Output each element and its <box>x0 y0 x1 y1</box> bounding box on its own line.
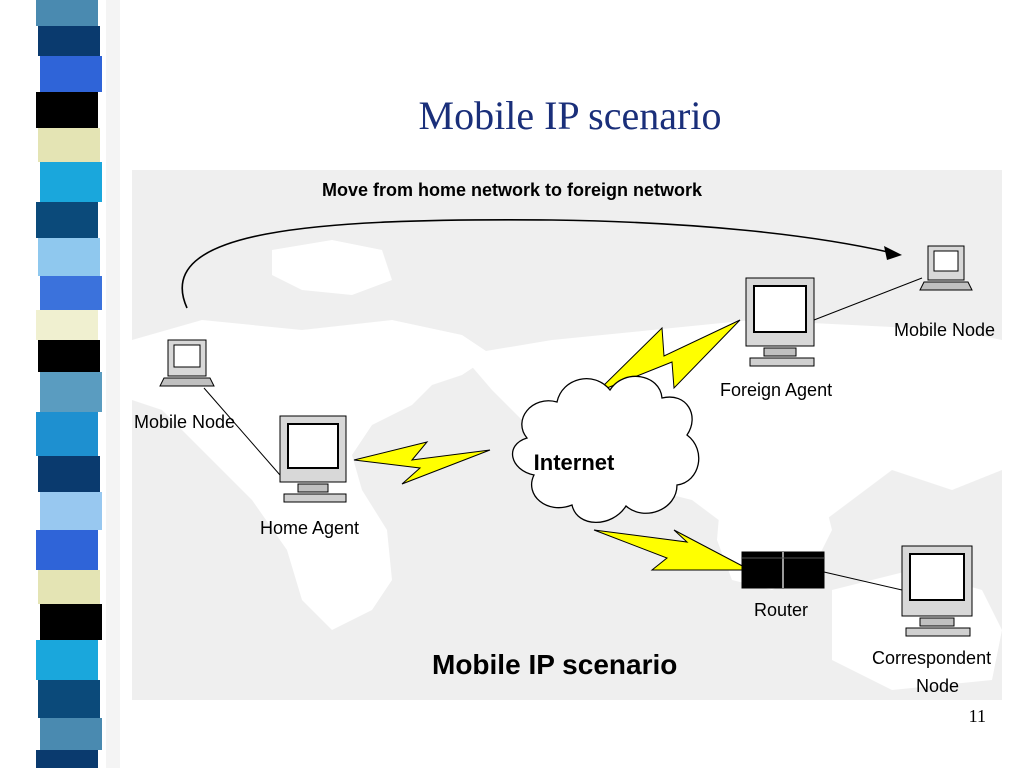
internet-label: Internet <box>534 450 615 475</box>
page-number: 11 <box>968 706 986 726</box>
move-arc-arrow <box>181 219 898 309</box>
router-label: Router <box>754 600 808 620</box>
mobile-node-home-laptop <box>159 339 215 387</box>
correspondent-label-line1: Correspondent <box>872 648 991 668</box>
stripe-block <box>38 570 100 604</box>
mobile-node-foreign-laptop <box>919 245 973 291</box>
stripe-block <box>36 92 98 128</box>
diagram-bottom-caption: Mobile IP scenario <box>432 649 677 680</box>
stripe-block <box>36 640 98 680</box>
foreign-agent-label: Foreign Agent <box>720 380 832 400</box>
arc-arrowhead <box>884 246 902 260</box>
internet-cloud: Internet <box>511 375 700 524</box>
arc-caption: Move from home network to foreign networ… <box>322 180 703 200</box>
stripe-block <box>40 162 102 202</box>
stripe-block <box>36 310 98 340</box>
stripe-block <box>38 128 100 162</box>
stripe-block <box>40 718 102 750</box>
stripe-block <box>40 492 102 530</box>
home-agent-label: Home Agent <box>260 518 359 538</box>
stripe-block <box>36 750 98 768</box>
mobile-node-home-label: Mobile Node <box>134 412 235 432</box>
stripe-block <box>36 202 98 238</box>
correspondent-label-line2: Node <box>916 676 959 696</box>
router-device <box>741 551 825 589</box>
mobile-node-foreign-label: Mobile Node <box>894 320 995 340</box>
stripe-block <box>38 680 100 718</box>
stripe-block <box>38 238 100 276</box>
home-agent-computer <box>279 415 347 503</box>
mobile-ip-diagram: Move from home network to foreign networ… <box>132 170 1002 700</box>
foreign-agent-computer <box>745 277 815 367</box>
stripe-block <box>38 340 100 372</box>
lightning-internet-foreign <box>596 319 741 393</box>
stripe-block <box>36 530 98 570</box>
stripe-block <box>40 372 102 412</box>
stripe-block <box>38 456 100 492</box>
link-router-correspondent <box>823 571 903 591</box>
slide-title: Mobile IP scenario <box>418 93 722 138</box>
stripe-block <box>40 276 102 310</box>
link-foreign-mobile <box>813 277 923 321</box>
stripe-block <box>40 56 102 92</box>
decorative-stripe <box>0 0 120 768</box>
correspondent-node-computer <box>901 545 973 637</box>
stripe-block <box>36 0 98 26</box>
link-mobile-home <box>203 387 281 476</box>
stripe-block <box>38 26 100 56</box>
stripe-block <box>40 604 102 640</box>
lightning-home-internet <box>353 441 491 485</box>
stripe-block <box>36 412 98 456</box>
